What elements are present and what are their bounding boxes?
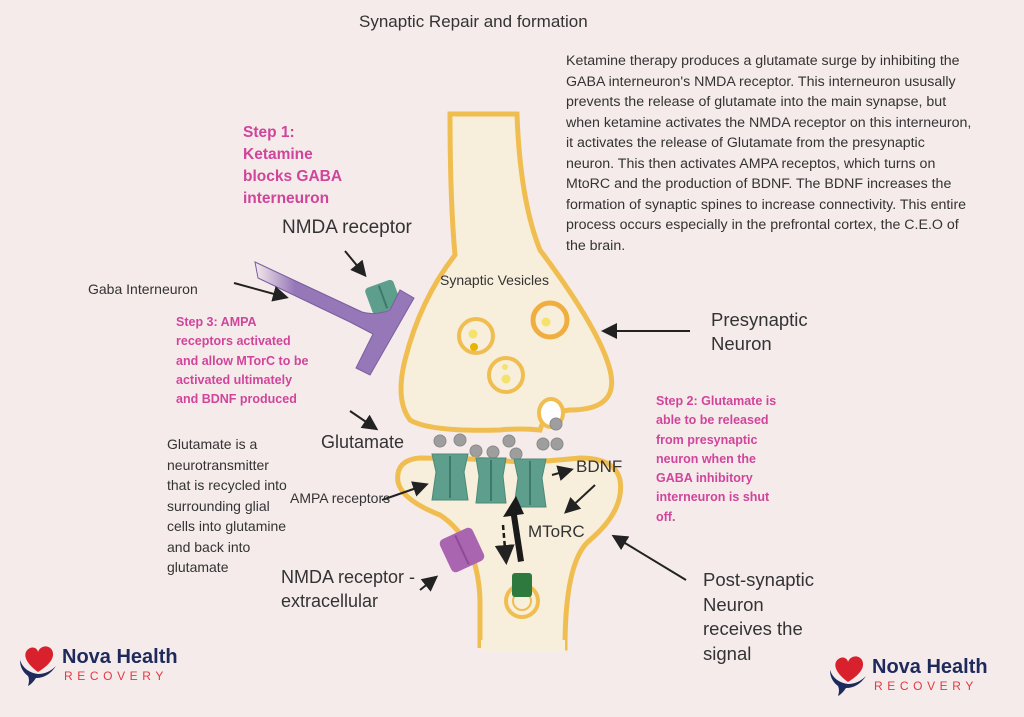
glutamate-info-text: Glutamate is a neurotransmitter that is … [167,436,287,575]
heart-hand-icon [830,656,866,696]
presynaptic-neuron-label: Presynaptic Neuron [711,309,808,354]
mtorc-label: MToRC [528,522,585,541]
postsynaptic-receptor [512,573,532,597]
logo-sub-text: RECOVERY [874,679,978,693]
logo-sub-text: RECOVERY [64,669,168,683]
description-text: Ketamine therapy produces a glutamate su… [566,53,972,254]
mtorc-arrow [503,496,524,562]
step3-label: Step 3: AMPA receptors activated and all… [176,315,309,407]
logo-brand-text: Nova Health [62,646,178,668]
gaba-interneuron-shape [254,261,415,376]
glutamate-molecules [433,417,564,461]
presynaptic-neuron-shape [398,111,614,433]
nmda-receptor-label: NMDA receptor [282,217,412,238]
logo-left: Nova Health RECOVERY [18,640,208,690]
page-title: Synaptic Repair and formation [359,12,588,31]
step1-label: Step 1: Ketamine blocks GABA interneuron [243,124,342,207]
nmda-extracellular-label: NMDA receptor - extracellular [281,567,416,611]
postsynaptic-neuron-shape [395,455,624,651]
bdnf-label: BDNF [576,457,623,476]
dashed-arrow [494,524,515,565]
postsynaptic-neuron-label: Post-synaptic Neuron receives the signal [703,569,815,664]
synaptic-vesicles [457,300,570,394]
logo-right: Nova Health RECOVERY [828,650,1018,700]
pointer-arrows [233,250,690,592]
ampa-receptors-label: AMPA receptors [290,490,391,506]
heart-hand-icon [20,646,56,686]
synaptic-vesicles-label: Synaptic Vesicles [440,272,549,288]
step2-label: Step 2: Glutamate is able to be released… [656,394,777,524]
nmda-receptor-extracellular [439,527,485,573]
glutamate-label: Glutamate [321,432,405,452]
logo-brand-text: Nova Health [872,656,988,678]
gaba-interneuron-label: Gaba Interneuron [88,281,198,297]
